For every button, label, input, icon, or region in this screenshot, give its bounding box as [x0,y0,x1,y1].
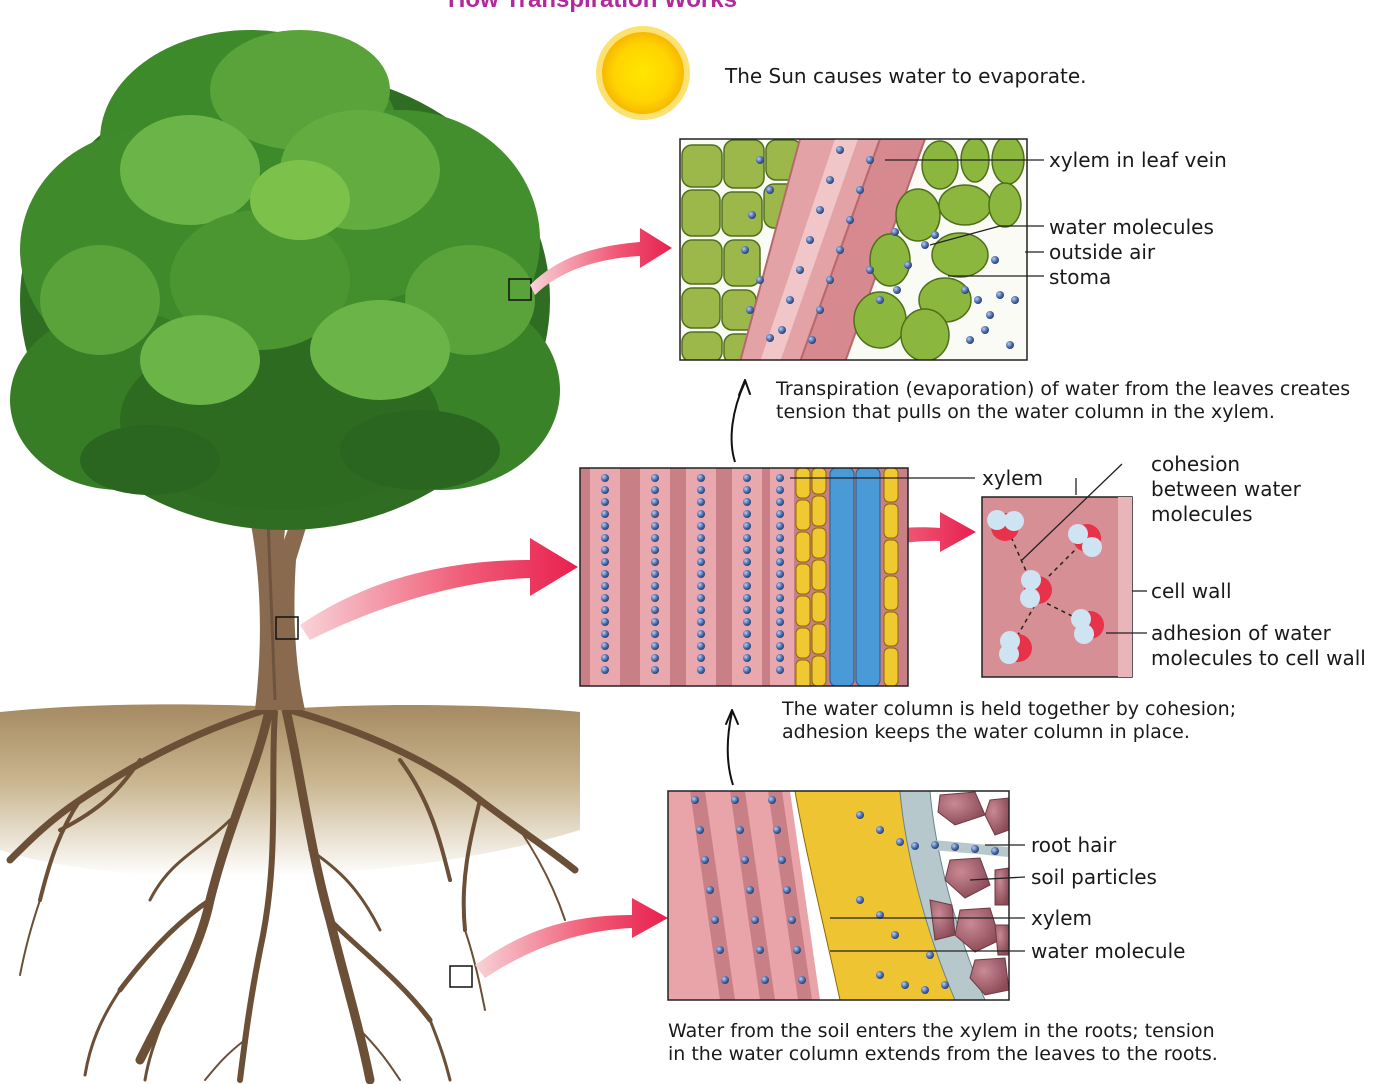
label-cohesion-1: cohesion [1151,452,1240,476]
root-caption-line-1: Water from the soil enters the xylem in … [668,1020,1215,1043]
label-water-molecule: water molecule [1031,939,1185,963]
stem-caption-line-1: The water column is held together by coh… [782,698,1236,721]
label-adhesion-1: adhesion of water [1151,621,1331,645]
label-cell-wall: cell wall [1151,579,1232,603]
label-soil-particles: soil particles [1031,865,1157,889]
label-root-xylem: xylem [1031,906,1092,930]
label-cohesion-3: molecules [1151,502,1253,526]
label-xylem-leaf-vein: xylem in leaf vein [1049,148,1227,172]
leaf-caption-line-2: tension that pulls on the water column i… [776,401,1275,424]
leaf-caption-line-1: Transpiration (evaporation) of water fro… [776,378,1350,401]
root-caption-line-2: in the water column extends from the lea… [668,1043,1218,1066]
label-adhesion-2: molecules to cell wall [1151,646,1366,670]
label-cohesion-2: between water [1151,477,1301,501]
label-outside-air: outside air [1049,240,1155,264]
root-panel [668,791,1009,1000]
molecule-panel [982,497,1132,677]
stem-caption-line-2: adhesion keeps the water column in place… [782,721,1190,744]
leaf-panel [680,136,1027,364]
stem-panel [580,468,908,690]
label-water-molecules: water molecules [1049,215,1214,239]
tree-foliage [10,30,560,530]
sun-caption: The Sun causes water to evaporate. [725,64,1086,88]
label-root-hair: root hair [1031,833,1116,857]
label-stem-xylem: xylem [982,466,1043,490]
label-stoma: stoma [1049,265,1111,289]
sun-icon [596,26,690,120]
diagram-title: How Transpiration Works [448,0,737,14]
